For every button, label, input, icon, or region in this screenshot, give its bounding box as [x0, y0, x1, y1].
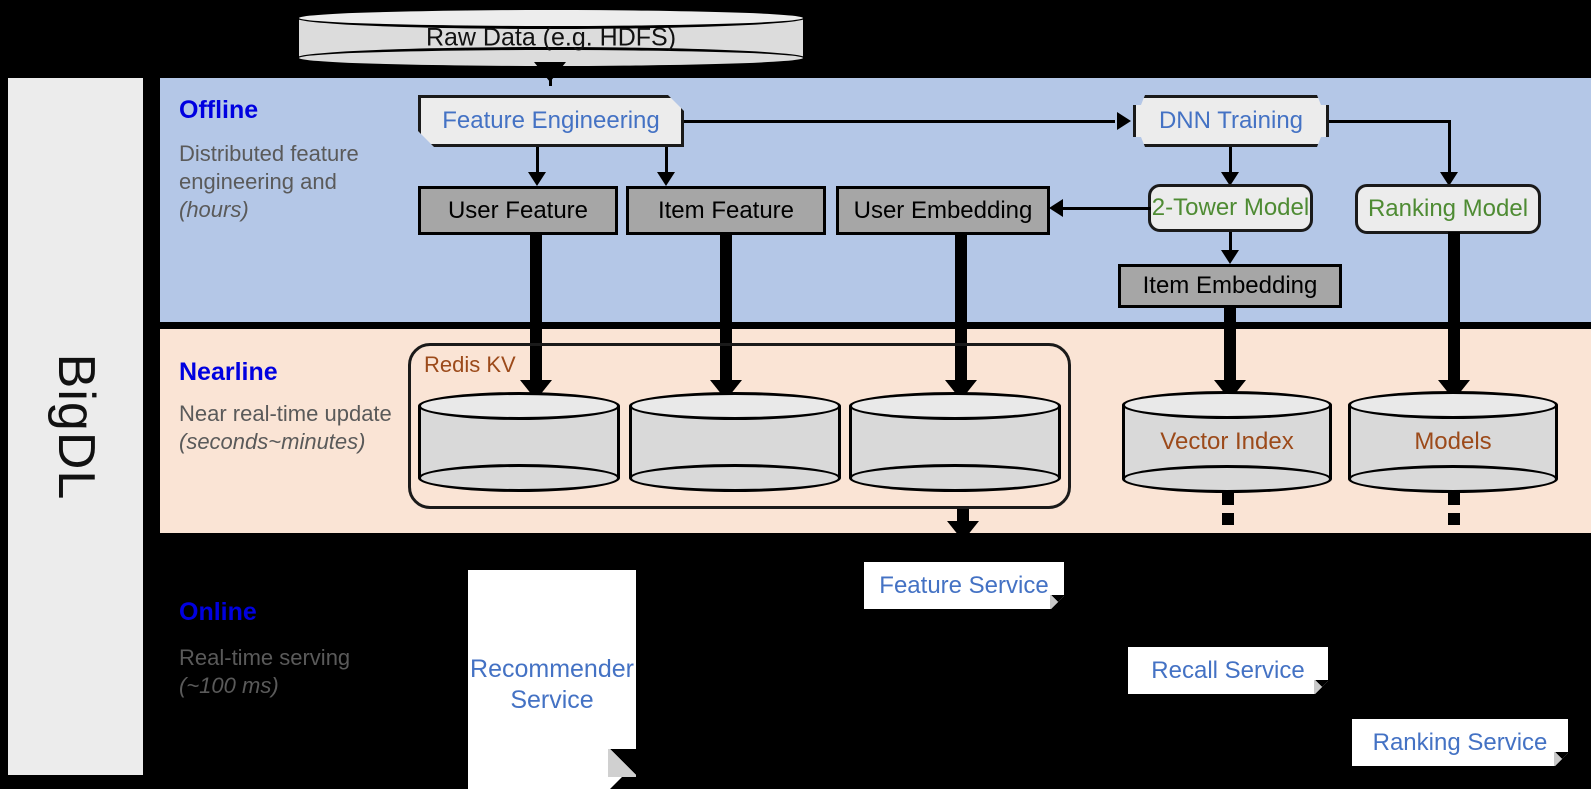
- connector-twotower-userembedding: [1063, 207, 1151, 210]
- arrowhead-dnn-twotower: [1221, 172, 1239, 186]
- band-title-nearline: Nearline: [179, 358, 278, 386]
- redis-cylinder-item-feature[interactable]: [629, 392, 841, 492]
- ranking-service-label: Ranking Service: [1372, 728, 1548, 756]
- band-desc-nearline: Near real-time update (seconds~minutes): [179, 401, 392, 455]
- dnn-training-label: DNN Training: [1158, 107, 1304, 135]
- item-embedding-label: Item Embedding: [1142, 272, 1318, 300]
- arrowhead-dnn-ranking: [1440, 172, 1458, 186]
- cylinder-bottom: [1122, 465, 1332, 493]
- feature-service-box[interactable]: Feature Service: [864, 562, 1064, 609]
- cylinder-top: [1122, 391, 1332, 419]
- cylinder-top: [1348, 391, 1558, 419]
- pipe-userfeature-redis: [530, 235, 542, 390]
- cylinder-top: [629, 392, 841, 420]
- item-feature-label: Item Feature: [657, 196, 795, 224]
- bigdl-label: BigDL: [46, 353, 105, 500]
- feature-engineering-label: Feature Engineering: [442, 107, 660, 135]
- connector-fe-itemfeature: [665, 147, 668, 175]
- connector-fe-dnn: [684, 120, 1115, 123]
- bigdl-rail: BigDL: [8, 78, 143, 775]
- dnn-training-box[interactable]: DNN Training: [1133, 95, 1329, 147]
- connector-models-dot2: [1448, 513, 1460, 525]
- redis-cylinder-user-embedding[interactable]: [849, 392, 1061, 492]
- pipe-itemembedding-vectorindex: [1224, 308, 1236, 390]
- pipe-userembedding-redis: [955, 235, 967, 390]
- arrowhead-twotower-itememb: [1221, 250, 1239, 264]
- arrowhead-fe-dnn: [1117, 112, 1131, 130]
- feature-service-label: Feature Service: [879, 571, 1049, 599]
- cylinder-top: [849, 392, 1061, 420]
- connector-redis-featureservice: [957, 509, 969, 521]
- connector-dnn-ranking-v: [1448, 120, 1451, 175]
- cylinder-top: [418, 392, 620, 420]
- models-cylinder[interactable]: Models: [1348, 391, 1558, 493]
- arrowhead-fe-itemfeature: [657, 172, 675, 186]
- item-feature-box[interactable]: Item Feature: [626, 186, 826, 235]
- band-desc-offline: Distributed feature engineering and (hou…: [179, 141, 359, 223]
- arrowhead-twotower-userembedding: [1049, 199, 1063, 217]
- user-embedding-box[interactable]: User Embedding: [836, 186, 1050, 235]
- two-tower-model-label: 2-Tower Model: [1151, 194, 1310, 222]
- band-desc-online: Real-time serving (~100 ms): [179, 645, 351, 699]
- arrowhead-fe-userfeature: [528, 172, 546, 186]
- user-feature-label: User Feature: [447, 196, 589, 224]
- connector-vectorindex-dot1: [1222, 493, 1234, 505]
- raw-data-label: Raw Data (e.g. HDFS): [425, 23, 677, 52]
- band-title-online: Online: [179, 598, 257, 626]
- cylinder-bottom: [418, 464, 620, 492]
- item-embedding-box[interactable]: Item Embedding: [1118, 264, 1342, 308]
- connector-models-dot1: [1448, 493, 1460, 505]
- recommender-fold-corner: [608, 749, 636, 777]
- redis-kv-container: [408, 343, 1071, 509]
- cylinder-top: [296, 7, 806, 29]
- redis-kv-label: Redis KV: [424, 352, 516, 377]
- cylinder-bottom: [849, 464, 1061, 492]
- raw-data-cylinder: Raw Data (e.g. HDFS): [296, 7, 806, 69]
- connector-twotower-itememb: [1229, 232, 1232, 258]
- pipe-itemfeature-redis: [720, 235, 732, 390]
- connector-fe-userfeature: [536, 147, 539, 175]
- arrowhead-redis-featureservice: [947, 521, 979, 541]
- connector-dnn-ranking-h: [1329, 120, 1451, 123]
- user-embedding-label: User Embedding: [853, 196, 1033, 224]
- connector-vectorindex-dot2: [1222, 513, 1234, 525]
- ranking-service-box[interactable]: Ranking Service: [1352, 719, 1568, 766]
- connector-dnn-twotower: [1229, 147, 1232, 175]
- band-title-offline: Offline: [179, 96, 259, 124]
- arrowhead-rawdata-fe: [534, 62, 566, 82]
- user-feature-box[interactable]: User Feature: [418, 186, 618, 235]
- cylinder-bottom: [1348, 465, 1558, 493]
- pipe-rankingmodel-models: [1448, 232, 1460, 390]
- ranking-model-label: Ranking Model: [1367, 195, 1529, 223]
- ranking-model-box[interactable]: Ranking Model: [1355, 184, 1541, 234]
- cylinder-bottom: [629, 464, 841, 492]
- feature-engineering-box[interactable]: Feature Engineering: [418, 95, 684, 147]
- redis-cylinder-user-feature[interactable]: [418, 392, 620, 492]
- vector-index-label: Vector Index: [1160, 428, 1294, 455]
- models-label: Models: [1414, 428, 1492, 455]
- recall-service-label: Recall Service: [1151, 656, 1305, 684]
- vector-index-cylinder[interactable]: Vector Index: [1122, 391, 1332, 493]
- two-tower-model-box[interactable]: 2-Tower Model: [1148, 184, 1313, 232]
- recall-service-box[interactable]: Recall Service: [1128, 647, 1328, 694]
- recommender-service-label: Recommender Service: [470, 655, 634, 715]
